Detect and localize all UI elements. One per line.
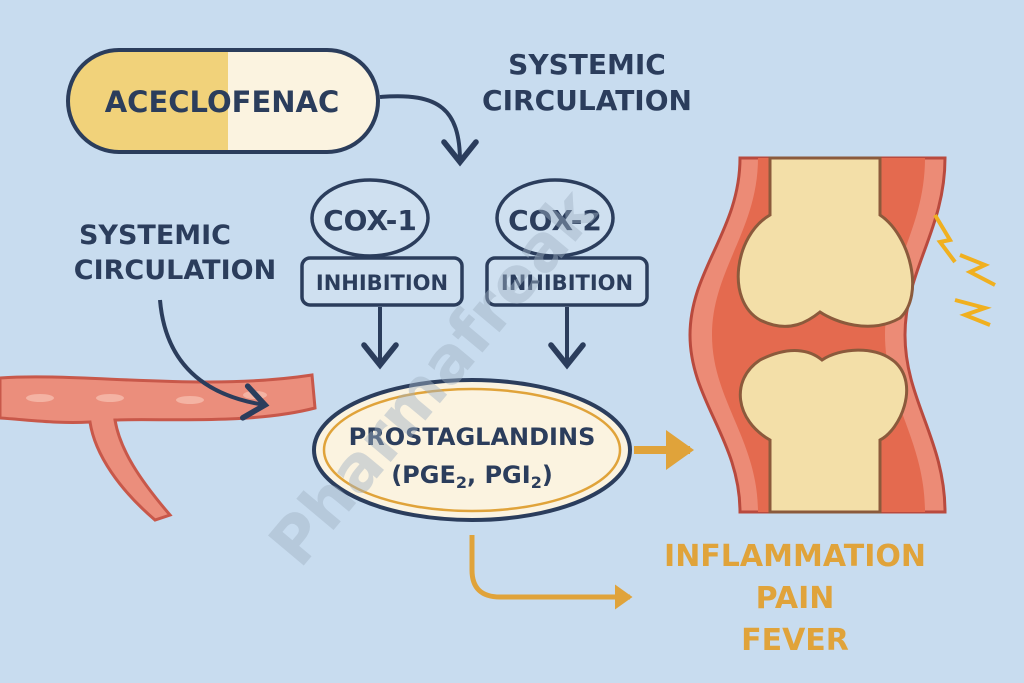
knee-joint-illustration	[688, 156, 996, 514]
left-circulation-label-1: SYSTEMIC	[79, 220, 231, 251]
cox-1-label: COX-1	[323, 204, 417, 237]
pain-lightning-icon	[954, 298, 992, 327]
prostaglandins-to-effects-arrow	[469, 535, 633, 610]
cox-1-node: COX-1 INHIBITION	[300, 178, 464, 307]
left-circulation-label-2: CIRCULATION	[74, 255, 276, 286]
cox-2-label: COX-2	[508, 204, 602, 237]
pain-lightning-icon	[933, 213, 957, 264]
prostaglandins-label: PROSTAGLANDINS	[349, 423, 596, 451]
prostaglandins-node: PROSTAGLANDINS (PGE2, PGI2)	[312, 378, 632, 522]
effect-pain: PAIN	[756, 581, 835, 616]
top-circulation-label-2: CIRCULATION	[482, 84, 692, 117]
cox-2-node: COX-2 INHIBITION	[485, 178, 649, 307]
pain-lightning-icon	[959, 253, 996, 287]
drug-to-cox-arrow	[379, 94, 479, 167]
blood-vessel-illustration	[0, 373, 317, 522]
circulation-to-vessel-arrow	[158, 299, 270, 421]
effect-inflammation: INFLAMMATION	[664, 539, 926, 574]
aceclofenac-capsule: ACECLOFENAC	[66, 48, 380, 154]
cox-1-inhibition-label: INHIBITION	[316, 271, 448, 295]
top-circulation-label-1: SYSTEMIC	[508, 48, 666, 81]
effect-fever: FEVER	[741, 623, 849, 658]
drug-label: ACECLOFENAC	[105, 85, 340, 119]
prostaglandins-types: (PGE2, PGI2)	[391, 461, 553, 492]
cox-2-inhibition-label: INHIBITION	[501, 271, 633, 295]
